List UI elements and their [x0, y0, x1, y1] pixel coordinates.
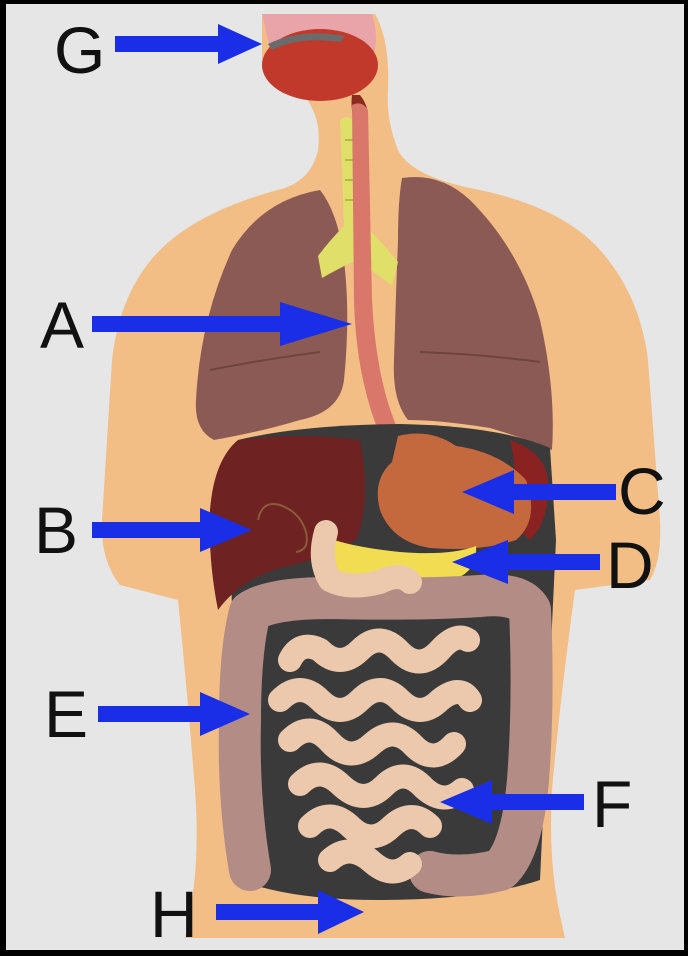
arrow-left-icon — [462, 470, 514, 514]
arrow-b — [92, 508, 252, 552]
label-g: G — [54, 13, 105, 87]
arrow-h — [216, 890, 364, 934]
lungs — [195, 176, 553, 451]
gallbladder-outline — [257, 503, 308, 553]
label-b: B — [34, 493, 78, 567]
esophagus — [352, 103, 398, 440]
label-c: C — [618, 454, 666, 528]
arrow-right-icon — [280, 302, 352, 346]
arrow-right-icon — [200, 692, 250, 736]
arrow-left-icon — [440, 780, 492, 824]
arrow-left-icon — [452, 540, 508, 584]
stomach — [377, 433, 532, 549]
large-intestine — [218, 574, 553, 897]
arrow-g — [115, 24, 262, 64]
liver — [209, 436, 366, 610]
arrow-right-icon — [200, 508, 252, 552]
arrow-right-icon — [318, 890, 364, 934]
arrow-c — [462, 470, 616, 514]
arrow-d — [452, 540, 600, 584]
label-d: D — [606, 528, 654, 602]
arrow-right-icon — [218, 24, 262, 64]
arrow-a — [92, 302, 352, 346]
label-a: A — [40, 288, 84, 362]
arrow-f — [440, 780, 584, 824]
label-f: F — [592, 767, 632, 841]
label-h: H — [150, 877, 198, 951]
arrow-e — [98, 692, 250, 736]
label-e: E — [44, 677, 88, 751]
small-intestine — [268, 520, 482, 884]
